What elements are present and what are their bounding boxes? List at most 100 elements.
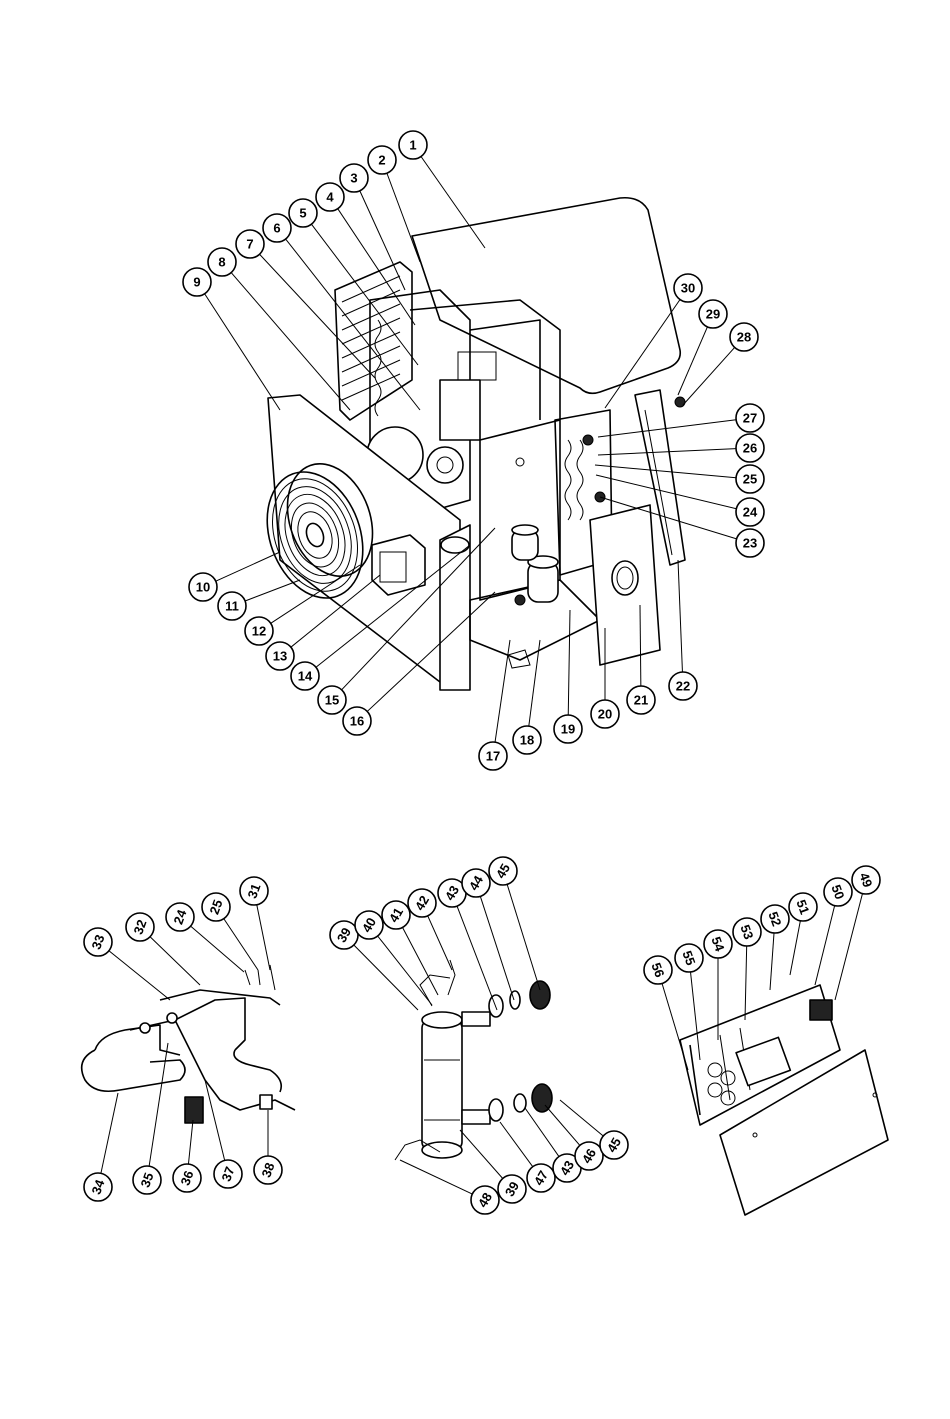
callout-number: 2 — [378, 153, 385, 168]
callout-number: 1 — [409, 138, 416, 153]
part-callout-51: 51 — [789, 893, 817, 921]
callout-number: 27 — [743, 411, 757, 426]
part-callout-6: 6 — [263, 214, 291, 242]
part-callout-15: 15 — [318, 686, 346, 714]
part-callout-12: 12 — [245, 617, 273, 645]
part-callout-49: 49 — [852, 866, 880, 894]
main-unit-assembly — [250, 198, 685, 690]
leader-line — [662, 983, 688, 1070]
part-callout-52: 52 — [761, 905, 789, 933]
part-callout-39: 39 — [498, 1175, 526, 1203]
part-callout-21: 21 — [627, 686, 655, 714]
part-callout-11: 11 — [218, 592, 246, 620]
part-callout-42: 42 — [408, 889, 436, 917]
leader-line — [457, 906, 497, 1010]
part-callout-32: 32 — [126, 913, 154, 941]
part-callout-44: 44 — [462, 869, 490, 897]
part-callout-38: 38 — [254, 1156, 282, 1184]
leader-line — [568, 610, 570, 715]
part-callout-9: 9 — [183, 268, 211, 296]
leader-line — [495, 640, 510, 742]
leader-line — [678, 327, 707, 395]
part-callout-27: 27 — [736, 404, 764, 432]
leader-line — [224, 919, 258, 970]
leader-line — [188, 1120, 193, 1164]
part-callout-7: 7 — [236, 230, 264, 258]
part-callout-20: 20 — [591, 700, 619, 728]
access-panel — [590, 505, 660, 665]
callout-number: 18 — [520, 733, 534, 748]
leader-line — [387, 173, 420, 262]
callout-number: 5 — [299, 206, 306, 221]
callout-number: 10 — [196, 580, 210, 595]
part-callout-55: 55 — [675, 944, 703, 972]
callout-number: 8 — [218, 255, 225, 270]
leader-line — [460, 1130, 503, 1178]
part-callout-56: 56 — [644, 956, 672, 984]
callout-number: 14 — [298, 669, 313, 684]
part-callout-50: 50 — [824, 878, 852, 906]
part-callout-46: 46 — [575, 1142, 603, 1170]
leader-line — [745, 946, 747, 1020]
part-callout-14: 14 — [291, 662, 319, 690]
callout-number: 15 — [325, 693, 339, 708]
part-callout-1: 1 — [399, 131, 427, 159]
part-callout-2: 2 — [368, 146, 396, 174]
callout-number: 11 — [225, 599, 239, 614]
heat-exchanger-assembly — [395, 960, 552, 1160]
part-callout-36: 36 — [173, 1164, 201, 1192]
part-callout-17: 17 — [479, 742, 507, 770]
leader-line — [678, 560, 682, 672]
part-callout-24: 24 — [166, 903, 194, 931]
callout-number: 19 — [561, 722, 575, 737]
control-box-assembly — [680, 985, 888, 1215]
leader-line — [815, 906, 835, 985]
part-callout-41: 41 — [382, 901, 410, 929]
leader-line — [683, 347, 735, 405]
callout-number: 9 — [193, 275, 200, 290]
callout-number: 22 — [676, 679, 690, 694]
part-callout-5: 5 — [289, 199, 317, 227]
part-callout-23: 23 — [736, 529, 764, 557]
part-callout-19: 19 — [554, 715, 582, 743]
leader-line — [545, 1105, 580, 1145]
part-callout-45: 45 — [489, 857, 517, 885]
callout-number: 17 — [486, 749, 500, 764]
leader-line — [216, 552, 280, 581]
part-callout-10: 10 — [189, 573, 217, 601]
part-callout-40: 40 — [355, 911, 383, 939]
part-callout-34: 34 — [84, 1173, 112, 1201]
leader-line — [400, 1160, 472, 1194]
callout-number: 3 — [350, 171, 357, 186]
electrical-box — [372, 535, 425, 595]
callout-number: 4 — [326, 190, 334, 205]
callout-number: 30 — [681, 281, 695, 296]
part-callout-16: 16 — [343, 707, 371, 735]
callout-number: 24 — [743, 505, 758, 520]
callout-number: 28 — [737, 330, 751, 345]
leader-line — [354, 945, 418, 1010]
leader-line — [150, 937, 200, 985]
part-callout-3: 3 — [340, 164, 368, 192]
part-callout-18: 18 — [513, 726, 541, 754]
callout-number: 12 — [252, 624, 266, 639]
leader-line — [231, 273, 350, 410]
part-callout-39: 39 — [330, 921, 358, 949]
part-callout-4: 4 — [316, 183, 344, 211]
leader-line — [480, 896, 514, 1000]
part-callout-28: 28 — [730, 323, 758, 351]
piping-assembly — [82, 965, 295, 1123]
callout-number: 29 — [706, 307, 720, 322]
part-callout-48: 48 — [471, 1186, 499, 1214]
part-callout-45: 45 — [600, 1131, 628, 1159]
part-callout-47: 47 — [527, 1164, 555, 1192]
callout-number: 26 — [743, 441, 757, 456]
part-callout-53: 53 — [733, 918, 761, 946]
callout-number: 21 — [634, 693, 648, 708]
part-callout-37: 37 — [214, 1160, 242, 1188]
part-callout-13: 13 — [266, 642, 294, 670]
leader-line — [191, 926, 244, 972]
